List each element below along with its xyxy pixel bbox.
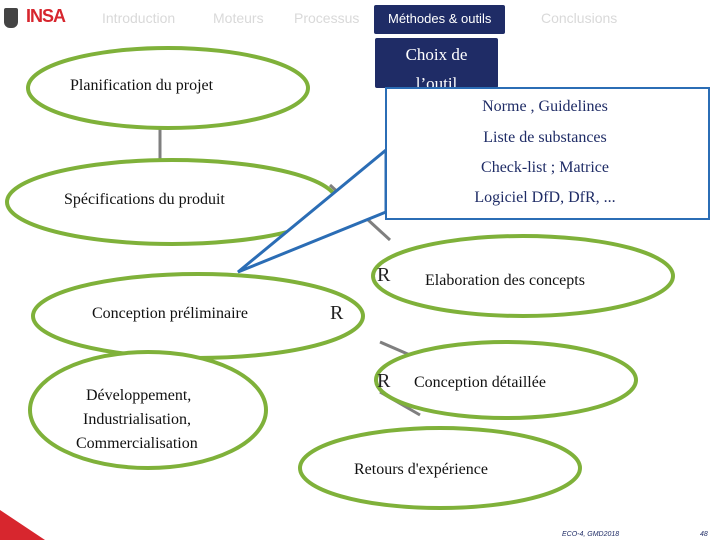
label-preliminaire: Conception préliminaire — [92, 305, 248, 322]
choix-outil-box: Choix de l’outil — [375, 38, 498, 88]
corner-decoration — [0, 510, 45, 540]
review-marker: R — [377, 370, 391, 392]
callout-item: Logiciel DfD, DfR, ... — [474, 189, 616, 206]
ellipse-elaboration — [371, 234, 675, 318]
label-planification: Planification du projet — [70, 77, 214, 94]
nav-processus[interactable]: Processus — [294, 10, 360, 26]
nav-conclusions[interactable]: Conclusions — [541, 10, 618, 26]
label-specifications: Spécifications du produit — [64, 191, 225, 208]
label-developpement: Développement, — [86, 387, 192, 404]
insa-logo: INSA — [4, 6, 66, 34]
callout-item: Norme , Guidelines — [482, 98, 608, 115]
connector-line — [379, 340, 411, 357]
footer-page-number: 48 — [700, 531, 708, 538]
crest-icon — [4, 8, 18, 28]
review-marker: R — [377, 264, 391, 286]
label-detaillee: Conception détaillée — [414, 374, 546, 391]
ellipse-retours — [298, 426, 582, 510]
nav-moteurs[interactable]: Moteurs — [213, 10, 264, 26]
tools-callout — [385, 87, 710, 220]
ellipse-developpement — [28, 350, 268, 470]
ellipse-planification — [26, 46, 310, 130]
logo-text: INSA — [26, 6, 66, 26]
callout-item: Liste de substances — [483, 129, 607, 146]
callout-item: Check-list ; Matrice — [481, 159, 609, 176]
label-retours: Retours d'expérience — [354, 461, 488, 478]
label-elaboration: Elaboration des concepts — [425, 272, 585, 289]
nav-methodes-outils[interactable]: Méthodes & outils — [374, 5, 506, 34]
label-industrialisation: Industrialisation, — [83, 411, 191, 428]
review-marker: R — [330, 302, 344, 324]
label-commercialisation: Commercialisation — [76, 435, 198, 452]
choix-line-2: l’outil — [415, 74, 458, 88]
choix-line-1: Choix de — [405, 45, 468, 64]
footer-course: ECO-4, GMD2018 — [562, 531, 620, 538]
ellipse-detaillee — [374, 340, 638, 420]
nav-introduction[interactable]: Introduction — [102, 10, 176, 26]
